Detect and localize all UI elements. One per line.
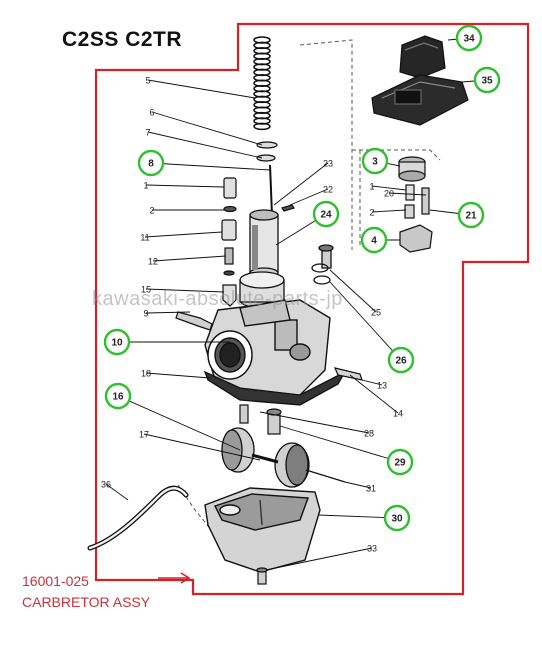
- left-jet-parts: [221, 177, 237, 307]
- callout-circle: [137, 149, 165, 177]
- callout-label: 6: [149, 108, 154, 118]
- throttle-slide: [249, 209, 279, 279]
- callout-label: 15: [141, 285, 151, 295]
- overflow-hose: [87, 485, 189, 551]
- leader-line: [329, 281, 402, 361]
- callout-label: 22: [323, 185, 333, 195]
- callout-label: 34: [463, 34, 475, 45]
- starter-parts: [398, 156, 433, 253]
- callout-circle: [383, 504, 411, 532]
- leader-line: [388, 192, 427, 196]
- callout-label: 31: [366, 484, 376, 494]
- drain-screw: [256, 567, 268, 585]
- callout-label: 16: [112, 392, 124, 403]
- assembly-arrow: [158, 572, 191, 584]
- leader-line: [147, 79, 256, 99]
- watermark-text: kawasaki-absolute-parts-jp: [92, 288, 343, 310]
- callout-circle: [386, 448, 414, 476]
- leader-line: [143, 433, 261, 461]
- leader-line: [344, 481, 372, 489]
- part-number: 16001-025: [22, 573, 89, 589]
- leader-line: [371, 209, 407, 213]
- callout-label: 2: [149, 206, 154, 216]
- float-bowl-gasket: [203, 370, 347, 406]
- leader-line: [289, 188, 329, 206]
- callout-circle: [312, 200, 340, 228]
- callout-circle: [457, 201, 485, 229]
- leader-line: [361, 379, 383, 386]
- callout-label: 9: [143, 309, 148, 319]
- float-assembly: [221, 427, 346, 488]
- callout-circle: [387, 346, 415, 374]
- leader-line: [145, 372, 211, 379]
- leader-line: [144, 231, 223, 238]
- callout-label: 28: [364, 429, 374, 439]
- leader-line: [145, 311, 191, 314]
- callout-label: 11: [140, 233, 149, 243]
- leader-line: [150, 162, 271, 171]
- spring-coil: [253, 122, 271, 131]
- leader-line: [259, 411, 370, 434]
- leader-line: [265, 547, 373, 571]
- callout-circle: [103, 328, 131, 356]
- callout-label: 33: [367, 544, 377, 554]
- callout-label: 36: [101, 480, 111, 490]
- callout-label: 10: [111, 338, 123, 349]
- rubber-cap-part: [399, 35, 446, 79]
- leader-line: [105, 483, 129, 501]
- callout-circle: [455, 24, 483, 52]
- callout-label: 24: [320, 210, 332, 221]
- model-title: C2SS C2TR: [62, 28, 183, 51]
- callout-label: 14: [393, 409, 403, 419]
- cover-plate-part: [371, 74, 469, 126]
- float-bowl: [204, 487, 321, 573]
- callout-label: 1: [369, 182, 374, 192]
- leader-line: [349, 374, 399, 414]
- leader-line: [147, 131, 263, 159]
- leader-line: [117, 395, 241, 451]
- callout-circle: [360, 226, 388, 254]
- pilot-screw: [175, 311, 213, 331]
- callout-label: 21: [465, 211, 477, 222]
- leader-line: [145, 288, 225, 293]
- leader-line: [279, 425, 401, 463]
- callout-label: 25: [371, 308, 381, 318]
- callout-label: 8: [148, 159, 154, 170]
- callout-label: 17: [139, 430, 149, 440]
- callout-label: 2: [369, 208, 374, 218]
- callout-label: 1: [143, 181, 148, 191]
- callout-label: 29: [394, 458, 406, 469]
- needle-parts: [256, 141, 295, 218]
- callout-label: 4: [371, 236, 377, 247]
- screw-and-gasket: [311, 244, 334, 285]
- needle-valve-parts: [239, 404, 282, 435]
- leader-line: [152, 255, 227, 262]
- callout-label: 13: [377, 381, 387, 391]
- callout-circle: [104, 382, 132, 410]
- callout-label: 18: [141, 369, 151, 379]
- callout-label: 35: [481, 76, 493, 87]
- mixing-chamber-top: [239, 271, 285, 309]
- leader-line: [273, 162, 329, 206]
- callout-label: 5: [145, 76, 150, 86]
- assembly-outline-frame: [94, 22, 530, 596]
- callout-circle: [473, 66, 501, 94]
- callout-label: 7: [145, 128, 150, 138]
- callout-label: 26: [395, 356, 407, 367]
- leader-line: [145, 184, 225, 188]
- callout-circle: [361, 147, 389, 175]
- callout-label: 12: [148, 257, 158, 267]
- leader-line: [371, 185, 407, 191]
- leader-line: [329, 269, 377, 313]
- callout-label: 30: [391, 514, 403, 525]
- assembly-name: CARBRETOR ASSY: [22, 594, 151, 610]
- leader-line: [151, 111, 263, 146]
- throttle-spring: [253, 36, 271, 131]
- callout-label: 20: [384, 189, 394, 199]
- callout-label: 3: [372, 157, 378, 168]
- callout-label: 23: [323, 159, 333, 169]
